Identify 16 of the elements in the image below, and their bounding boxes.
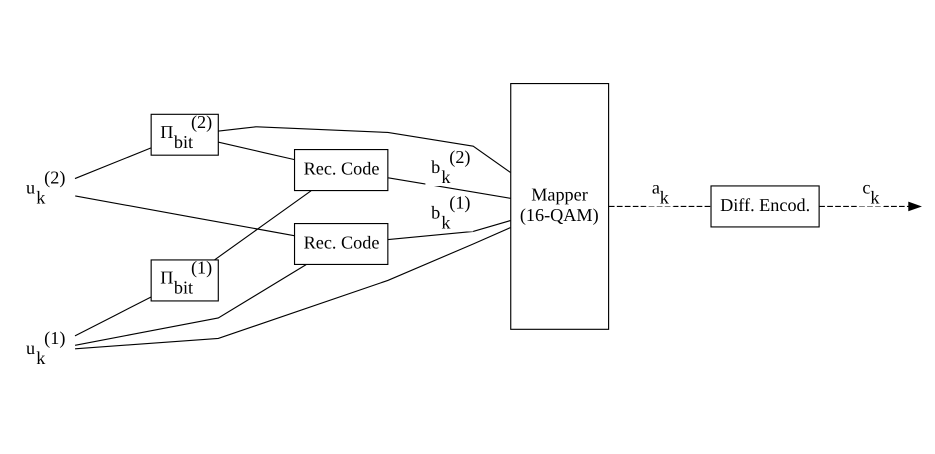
connector [74, 264, 306, 346]
connector [74, 296, 152, 336]
connector [608, 205, 711, 207]
connector [74, 146, 152, 179]
connector [218, 126, 511, 172]
connector [388, 176, 511, 198]
node-box: Mapper (16-QAM) [510, 82, 610, 330]
node-box: Diff. Encod. [710, 184, 820, 227]
connector [218, 141, 295, 160]
node-box: Rec. Code [294, 222, 388, 265]
connector [214, 190, 312, 260]
connector [75, 194, 294, 236]
arrow [819, 201, 922, 211]
connector [75, 226, 511, 349]
connector [388, 220, 511, 240]
node-box: Rec. Code [294, 148, 388, 191]
